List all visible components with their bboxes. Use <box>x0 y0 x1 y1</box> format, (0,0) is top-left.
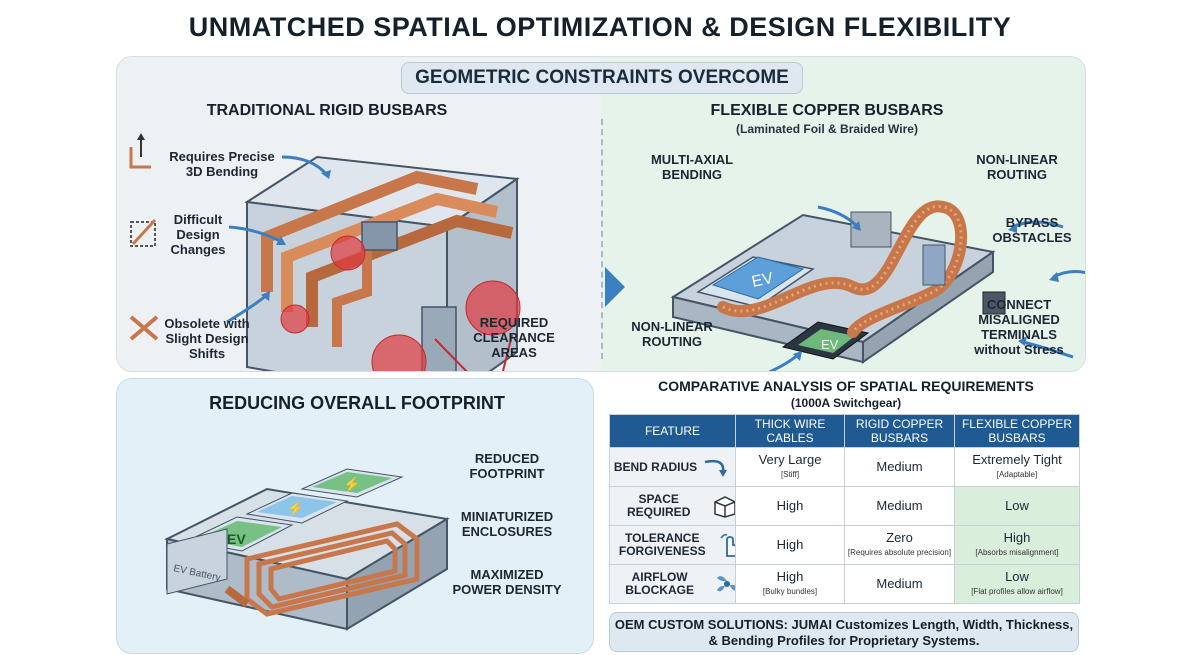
page-title: UNMATCHED SPATIAL OPTIMIZATION & DESIGN … <box>188 12 1012 42</box>
feature-airflow: AIRFLOW BLOCKAGE <box>625 570 694 597</box>
callout-nonlinear-bottom: NON-LINEAR ROUTING <box>631 319 713 349</box>
cell-note: [Stiff] <box>780 469 800 479</box>
obsolete-icon <box>129 315 159 341</box>
header-rigid: RIGID COPPER BUSBARS <box>844 414 955 448</box>
footprint-illustration: EV ⚡ ⚡ EV Battery <box>164 468 450 631</box>
footprint-item-density: MAXIMIZED POWER DENSITY <box>452 567 562 597</box>
design-change-icon <box>130 218 157 247</box>
comparison-subtitle: (1000A Switchgear) <box>790 396 902 410</box>
footprint-panel: REDUCING OVERALL FOOTPRINT EV ⚡ ⚡ EV Bat… <box>116 378 594 654</box>
rigid-busbar-illustration <box>129 133 521 371</box>
callout-design-changes: Difficult Design Changes <box>170 212 226 257</box>
cell-main: Medium <box>876 498 923 513</box>
charge-bolt-2: ⚡ <box>343 476 360 493</box>
table-row: SPACE REQUIRED High Medium Low <box>609 486 1080 526</box>
ev-module-label-2: EV <box>821 337 839 352</box>
cell-main: High <box>776 498 804 513</box>
geometric-banner: GEOMETRIC CONSTRAINTS OVERCOME <box>401 62 803 94</box>
flexible-subheading: (Laminated Foil & Braided Wire) <box>736 122 918 136</box>
callout-connect-terminals: CONNECT MISALIGNED TERMINALS without Str… <box>974 297 1064 357</box>
cell-main: High <box>776 568 804 584</box>
hand-pointer-icon <box>720 534 735 557</box>
panel-divider <box>601 119 603 359</box>
cell-main: Medium <box>876 576 923 591</box>
cell-note: [Flat profiles allow airflow] <box>971 586 1063 596</box>
header-flexible: FLEXIBLE COPPER BUSBARS <box>954 414 1080 448</box>
flexible-heading: FLEXIBLE COPPER BUSBARS <box>710 102 944 119</box>
flexible-busbar-illustration: EV EV <box>605 200 1085 371</box>
ev-module-label-1: EV <box>750 270 775 291</box>
callout-nonlinear-top: NON-LINEAR ROUTING <box>976 152 1058 182</box>
header-thick-wire: THICK WIRE CABLES <box>735 414 845 448</box>
callout-multi-axial: MULTI-AXIAL BENDING <box>650 152 734 182</box>
curved-arrow-icon <box>704 459 728 477</box>
table-row: BEND RADIUS Very Large [Stiff] Medium Ext… <box>609 447 1080 487</box>
callout-precise-bending: Requires Precise 3D Bending <box>169 149 275 179</box>
cell-note: [Adaptable] <box>996 469 1038 479</box>
cell-note: [Bulky bundles] <box>762 586 818 596</box>
cell-main: Zero <box>886 529 913 545</box>
cell-main: Very Large <box>758 451 822 467</box>
comparison-title: COMPARATIVE ANALYSIS OF SPATIAL REQUIREM… <box>658 378 1034 394</box>
comparison-header-row: FEATURE THICK WIRE CABLES RIGID COPPER B… <box>609 414 1080 448</box>
cell-main: High <box>776 537 804 552</box>
footprint-heading: REDUCING OVERALL FOOTPRINT <box>209 393 505 413</box>
cell-main: High <box>1003 529 1031 545</box>
feature-tolerance: TOLERANCE FORGIVENESS <box>618 531 706 558</box>
oem-note: OEM CUSTOM SOLUTIONS: JUMAI Customizes L… <box>609 612 1079 652</box>
3d-bend-icon <box>129 133 151 169</box>
feature-bend-radius: BEND RADIUS <box>613 459 698 474</box>
callout-bypass: BYPASS OBSTACLES <box>992 215 1072 245</box>
footprint-item-miniaturized: MINIATURIZED ENCLOSURES <box>460 509 554 539</box>
feature-space-required: SPACE REQUIRED <box>627 492 691 519</box>
footprint-module-label-1: EV <box>227 531 246 547</box>
cell-main: Extremely Tight <box>972 451 1062 467</box>
fan-icon <box>717 576 735 592</box>
callout-obsolete: Obsolete with Slight Design Shifts <box>164 316 250 361</box>
cell-main: Low <box>1005 498 1029 513</box>
footprint-item-reduced: REDUCED FOOTPRINT <box>469 451 545 481</box>
cell-main: Medium <box>876 459 923 474</box>
traditional-heading: TRADITIONAL RIGID BUSBARS <box>206 102 448 119</box>
table-row: TOLERANCE FORGIVENESS High Zero [Requires… <box>609 525 1080 565</box>
cell-main: Low <box>1005 568 1029 584</box>
comparison-table: FEATURE THICK WIRE CABLES RIGID COPPER B… <box>609 414 1080 604</box>
header-feature: FEATURE <box>609 414 736 448</box>
callout-clearance-areas: REQUIRED CLEARANCE AREAS <box>473 315 555 360</box>
charge-bolt-1: ⚡ <box>287 500 304 517</box>
cell-note: [Absorbs misalignment] <box>975 547 1059 557</box>
table-row: AIRFLOW BLOCKAGE High [Bulky bundles] Med… <box>609 564 1080 604</box>
cell-note: [Requires absolute precision] <box>847 547 952 557</box>
geometric-constraints-panel: GEOMETRIC CONSTRAINTS OVERCOME TRADITION… <box>116 56 1086 372</box>
cube-icon <box>714 496 735 518</box>
